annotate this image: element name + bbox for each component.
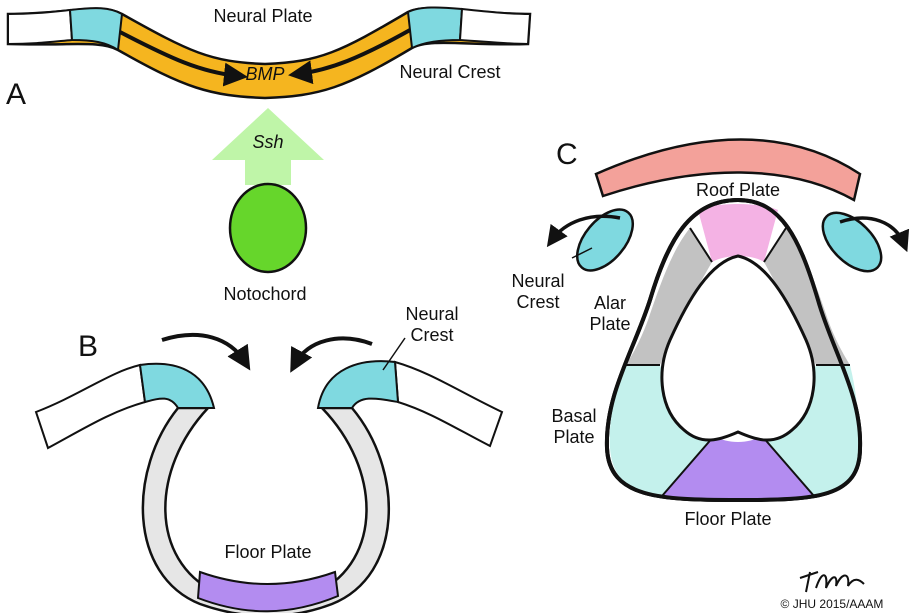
panel-a: Neural Plate BMP Neural Crest A Ssh Noto… <box>6 6 532 304</box>
neural-crest-c-label-2: Crest <box>516 292 559 312</box>
neural-crest-b-label-1: Neural <box>405 304 458 324</box>
neural-crest-c-right <box>821 211 883 273</box>
panel-c-letter: C <box>556 138 578 171</box>
panel-b: Neural Crest Floor Plate B <box>34 304 504 613</box>
bmp-arrow-right <box>288 28 411 85</box>
neural-crest-b-right <box>316 360 400 409</box>
basal-plate-label-1: Basal <box>551 406 596 426</box>
artist-signature <box>799 571 865 593</box>
bmp-arrow-left <box>119 30 248 87</box>
neural-crest-b-left <box>138 362 216 409</box>
neural-fold-outer-right <box>393 360 504 448</box>
notochord-label: Notochord <box>223 284 306 304</box>
fold-arrow-left <box>161 332 251 371</box>
neural-crest-label-a: Neural Crest <box>399 62 500 82</box>
neural-crest-b-leader <box>382 337 406 371</box>
neural-plate-label: Neural Plate <box>213 6 312 26</box>
panel-a-letter: A <box>6 78 26 111</box>
migration-arrow-left <box>546 214 621 248</box>
basal-plate-label-2: Plate <box>553 427 594 447</box>
zone-boundaries <box>626 227 850 497</box>
neural-crest-c-left <box>575 208 635 272</box>
neural-groove-wall <box>141 406 391 613</box>
ssh-label: Ssh <box>252 132 283 152</box>
alar-plate-label-2: Plate <box>589 314 630 334</box>
roof-plate-label: Roof Plate <box>696 180 780 200</box>
alar-plate-label-1: Alar <box>594 293 626 313</box>
alar-plate-left <box>626 228 712 365</box>
floor-plate-b <box>196 570 340 613</box>
neural-plate-edge-left <box>7 8 74 46</box>
panel-b-letter: B <box>78 330 98 363</box>
neural-tube-outline <box>604 197 863 503</box>
surface-ectoderm <box>594 138 862 202</box>
notochord <box>228 182 308 274</box>
central-canal <box>660 254 816 442</box>
neural-crest-b-label-2: Crest <box>410 325 453 345</box>
sonic-hedgehog-arrow <box>212 108 324 185</box>
copyright-label: © JHU 2015/AAAM <box>781 597 884 611</box>
roof-plate <box>698 204 778 262</box>
fold-arrow-right <box>290 336 373 373</box>
neural-fold-outer-left <box>34 363 147 450</box>
basal-plate-left <box>609 365 714 496</box>
floor-plate-c-label: Floor Plate <box>684 509 771 529</box>
floor-plate-c <box>662 436 814 499</box>
neural-crest-c-label-1: Neural <box>511 271 564 291</box>
migration-arrow-right <box>839 216 910 253</box>
neural-crest-left <box>68 7 124 52</box>
neural-plate-edge-right <box>458 7 532 46</box>
panel-c: C Roof Plate Neural Crest <box>511 138 910 529</box>
floor-plate-b-label: Floor Plate <box>224 542 311 562</box>
neural-crest-c-leader <box>571 247 593 259</box>
bmp-label: BMP <box>245 64 284 84</box>
